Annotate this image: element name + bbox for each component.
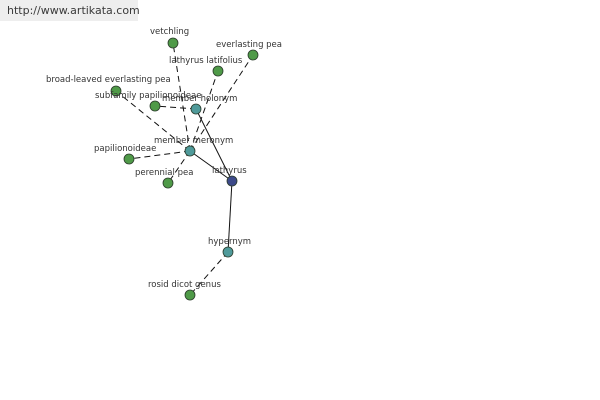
node-label-broad-leaved-everlasting-pea[interactable]: broad-leaved everlasting pea (46, 75, 171, 85)
node-member-holonym[interactable] (190, 103, 202, 115)
node-subfamily-papilionoideae[interactable] (149, 100, 161, 112)
labels-layer: lathyrus hypernym member meronym member hol… (46, 27, 282, 290)
node-label-lathyrus[interactable]: lathyrus (212, 166, 247, 176)
edge-member-meronym-to-lathyrus-latifolius (189, 70, 219, 152)
edge-member-meronym-to-perennial-pea (167, 150, 191, 184)
node-rosid-dicot-genus[interactable] (184, 289, 196, 301)
node-lathyrus-latifolius[interactable] (212, 65, 224, 77)
edge-member-meronym-to-everlasting-pea (189, 54, 254, 152)
node-label-subfamily-papilionoideae[interactable]: subfamily papilionoideae (95, 91, 201, 101)
node-label-perennial-pea[interactable]: perennial pea (135, 168, 193, 178)
edge-member-meronym-to-papilionoideae (128, 150, 191, 160)
source-url-banner[interactable]: http://www.artikata.com (0, 0, 140, 21)
node-vetchling[interactable] (167, 37, 179, 49)
node-label-rosid-dicot-genus[interactable]: rosid dicot genus (148, 280, 221, 290)
edge-lathyrus-to-member-holonym (195, 108, 233, 182)
node-label-papilionoideae[interactable]: papilionoideae (94, 144, 156, 154)
edges-layer (115, 42, 254, 296)
node-label-hypernym[interactable]: hypernym (208, 237, 251, 247)
node-everlasting-pea[interactable] (247, 49, 259, 61)
node-label-vetchling[interactable]: vetchling (150, 27, 189, 37)
node-label-member-holonym[interactable]: member holonym (162, 94, 237, 104)
node-label-lathyrus-latifolius[interactable]: lathyrus latifolius (169, 56, 243, 66)
node-label-member-meronym[interactable]: member meronym (154, 136, 233, 146)
node-label-everlasting-pea[interactable]: everlasting pea (216, 40, 282, 50)
edge-member-meronym-to-vetchling (172, 42, 191, 152)
edge-lathyrus-to-member-meronym (189, 150, 233, 182)
node-lathyrus[interactable] (226, 175, 238, 187)
node-member-meronym[interactable] (184, 145, 196, 157)
node-perennial-pea[interactable] (162, 177, 174, 189)
edge-member-holonym-to-subfamily-papilionoideae (154, 105, 197, 110)
node-hypernym[interactable] (222, 246, 234, 258)
node-broad-leaved-everlasting-pea[interactable] (110, 85, 122, 97)
node-papilionoideae[interactable] (123, 153, 135, 165)
nodes-layer (110, 37, 259, 301)
edge-lathyrus-to-hypernym (227, 180, 233, 253)
edge-member-meronym-to-broad-leaved-everlasting-pea (115, 90, 191, 152)
